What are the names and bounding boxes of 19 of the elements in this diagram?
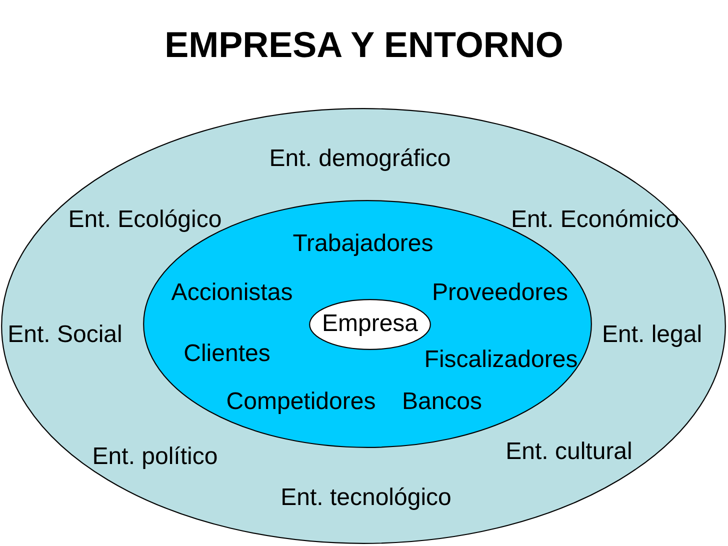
inner-ring-label: Trabajadores bbox=[292, 230, 434, 258]
outer-ring-label: Ent. Económico bbox=[510, 206, 680, 234]
outer-ellipse bbox=[1, 108, 726, 544]
outer-ring-label: Ent. cultural bbox=[506, 438, 632, 466]
inner-ring-label: Fiscalizadores bbox=[424, 346, 578, 374]
outer-ring-label: Ent. demográfico bbox=[269, 146, 451, 172]
inner-ring-label: Bancos bbox=[402, 388, 482, 416]
center-ellipse bbox=[309, 299, 431, 350]
inner-ring-label: Clientes bbox=[184, 340, 270, 368]
center-label: Empresa bbox=[322, 310, 418, 338]
inner-ring-label: Proveedores bbox=[432, 280, 568, 306]
inner-ring-label: Competidores bbox=[226, 388, 376, 416]
title: EMPRESA Y ENTORNO bbox=[164, 25, 564, 65]
outer-ring-label: Ent. tecnológico bbox=[280, 484, 452, 512]
outer-ring-label: Ent. Ecológico bbox=[68, 206, 222, 234]
inner-ring-label: Accionistas bbox=[171, 280, 293, 306]
outer-ring-label: Ent. político bbox=[92, 444, 218, 470]
outer-ring-label: Ent. Social bbox=[8, 322, 122, 348]
outer-ring-label: Ent. legal bbox=[602, 322, 702, 348]
